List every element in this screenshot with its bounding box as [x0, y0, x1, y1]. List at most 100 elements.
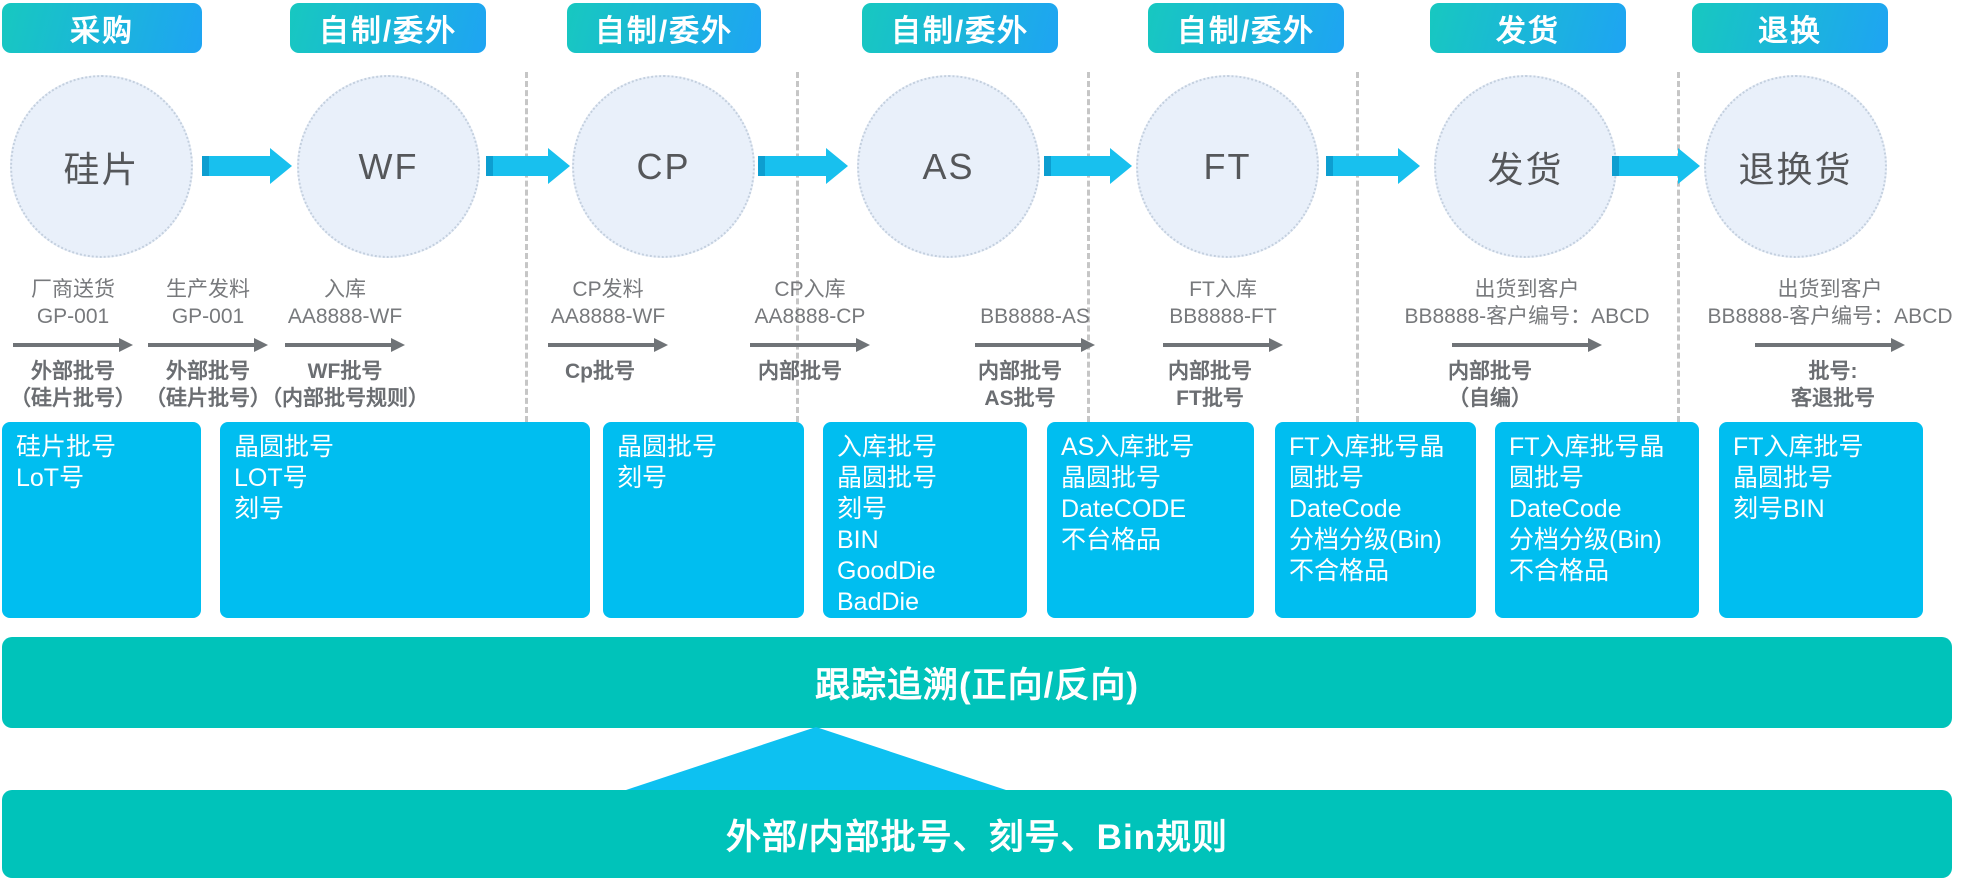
batch-label-cp: Cp批号 — [525, 358, 675, 412]
batch-label-line — [525, 385, 675, 412]
trace-box-line: 分档分级(Bin) — [1289, 526, 1442, 554]
flow-label-line: BB8888-FT — [1169, 305, 1277, 328]
stage-circle-ship: 发货 — [1434, 75, 1617, 258]
trace-box-line: BadDie — [837, 588, 919, 616]
trace-box-line: DateCode — [1289, 495, 1402, 523]
column-divider — [1677, 72, 1680, 422]
batch-label-ft: 内部批号 FT批号 — [1135, 358, 1285, 412]
trace-box-line: GoodDie — [837, 557, 936, 585]
trace-box-line: DateCODE — [1061, 495, 1187, 523]
batch-label-as: 内部批号 AS批号 — [945, 358, 1095, 412]
step-arrow-icon — [1755, 338, 1905, 352]
trace-box-line: FT入库批号晶圆批号 — [1509, 433, 1665, 492]
stage-circle-wafer-raw: 硅片 — [10, 75, 193, 258]
step-arrow-icon — [1163, 338, 1283, 352]
batch-label-line: 内部批号 — [1168, 360, 1252, 383]
trace-box-as: AS入库批号 晶圆批号 DateCODE 不台格品 — [1047, 422, 1254, 618]
trace-box-line: 晶圆批号 — [617, 433, 718, 461]
batch-label-line: 内部批号 — [758, 360, 842, 383]
header-badge-make-outsource-2: 自制/委外 — [567, 3, 761, 53]
header-badge-make-outsource-1: 自制/委外 — [290, 3, 486, 53]
stage-circle-cp: CP — [572, 75, 755, 258]
flow-label-line: AA8888-WF — [287, 305, 403, 328]
step-arrow-icon — [548, 338, 668, 352]
flow-label-line: AA8888-WF — [550, 305, 666, 328]
flow-label-line: 出货到客户 — [1474, 278, 1580, 301]
trace-box-line: 刻号 — [234, 495, 285, 523]
trace-box-line: 刻号BIN — [1733, 495, 1825, 523]
trace-box-cp-issue: 晶圆批号 刻号 — [603, 422, 804, 618]
trace-bar: 跟踪追溯(正向/反向) — [2, 637, 1952, 728]
batch-label-line: 内部批号 — [1448, 360, 1532, 383]
flow-label-line: CP发料 — [572, 278, 644, 301]
trace-box-line: 不台格品 — [1061, 526, 1162, 554]
column-divider — [1087, 72, 1090, 422]
trace-box-line: 不合格品 — [1509, 557, 1610, 585]
step-arrow-icon — [285, 338, 405, 352]
batch-label-line: 客退批号 — [1791, 387, 1875, 410]
trace-box-return: FT入库批号 晶圆批号 刻号BIN — [1719, 422, 1923, 618]
step-arrow-icon — [1452, 338, 1602, 352]
trace-box-line: 晶圆批号 — [1061, 464, 1162, 492]
flow-arrow-icon — [1612, 148, 1700, 184]
trace-box-line: LoT号 — [16, 464, 85, 492]
stage-circle-return: 退换货 — [1704, 75, 1887, 258]
flow-arrow-icon — [1326, 148, 1420, 184]
batch-label-line: Cp批号 — [565, 360, 635, 383]
flow-label-as-lot: BB8888-AS — [950, 276, 1120, 330]
header-badge-return: 退换 — [1692, 3, 1888, 53]
batch-label-line: AS批号 — [984, 387, 1056, 410]
trace-box-ft-in: FT入库批号晶圆批号 DateCode 分档分级(Bin) 不合格品 — [1275, 422, 1476, 618]
step-arrow-icon — [750, 338, 870, 352]
step-arrow-icon — [148, 338, 268, 352]
batch-label-line: （自编） — [1448, 387, 1532, 410]
flow-label-line — [950, 276, 1120, 303]
step-arrow-icon — [975, 338, 1095, 352]
trace-box-line: 晶圆批号 — [1733, 464, 1834, 492]
flow-label-line: 入库 — [324, 278, 366, 301]
rules-bar: 外部/内部批号、刻号、Bin规则 — [2, 790, 1952, 878]
header-badge-make-outsource-4: 自制/委外 — [1148, 3, 1344, 53]
batch-label-external-2: 外部批号（硅片批号） — [133, 358, 283, 412]
trace-box-line: AS入库批号 — [1061, 433, 1195, 461]
flow-arrow-icon — [202, 148, 292, 184]
funnel-triangle — [626, 727, 1006, 790]
trace-box-line: FT入库批号晶圆批号 — [1289, 433, 1445, 492]
batch-label-line: FT批号 — [1176, 387, 1244, 410]
batch-label-wf: WF批号（内部批号规则） — [245, 358, 445, 412]
header-badge-ship: 发货 — [1430, 3, 1626, 53]
column-divider — [525, 72, 528, 422]
trace-box-line: 刻号 — [837, 495, 888, 523]
flow-label-line: GP-001 — [36, 305, 110, 328]
batch-label-line: 批号: — [1808, 360, 1858, 383]
trace-box-line: 晶圆批号 — [837, 464, 938, 492]
flow-label-line: BB8888-客户编号：ABCD — [1707, 305, 1953, 328]
batch-label-line: 外部批号 — [31, 360, 115, 383]
trace-box-line: 硅片批号 — [16, 433, 117, 461]
column-divider — [796, 72, 799, 422]
flow-label-line: CP入库 — [774, 278, 846, 301]
batch-label-line: 内部批号 — [978, 360, 1062, 383]
flow-label-line: 厂商送货 — [31, 278, 115, 301]
trace-box-line: 入库批号 — [837, 433, 938, 461]
flow-label-line: 生产发料 — [166, 278, 250, 301]
trace-box-line: 晶圆批号 — [234, 433, 335, 461]
flow-label-ft-in: FT入库 BB8888-FT — [1138, 276, 1308, 330]
flow-label-line: FT入库 — [1189, 278, 1257, 301]
flow-arrow-icon — [758, 148, 848, 184]
trace-box-line: FT入库批号 — [1733, 433, 1864, 461]
batch-label-external-1: 外部批号 （硅片批号） — [0, 358, 148, 412]
header-badge-make-outsource-3: 自制/委外 — [862, 3, 1058, 53]
trace-box-line: 刻号 — [617, 464, 668, 492]
trace-box-wafer-raw: 硅片批号 LoT号 — [2, 422, 201, 618]
trace-box-line: 不合格品 — [1289, 557, 1390, 585]
batch-label-line: （硅片批号） — [10, 387, 136, 410]
flow-label-cp-issue: CP发料 AA8888-WF — [523, 276, 693, 330]
flow-arrow-icon — [1044, 148, 1132, 184]
batch-label-line — [725, 385, 875, 412]
trace-box-cp-in: 入库批号 晶圆批号 刻号 BIN GoodDie BadDie — [823, 422, 1027, 618]
trace-box-line: DateCode — [1509, 495, 1622, 523]
trace-box-ship: FT入库批号晶圆批号 DateCode 分档分级(Bin) 不合格品 — [1495, 422, 1699, 618]
